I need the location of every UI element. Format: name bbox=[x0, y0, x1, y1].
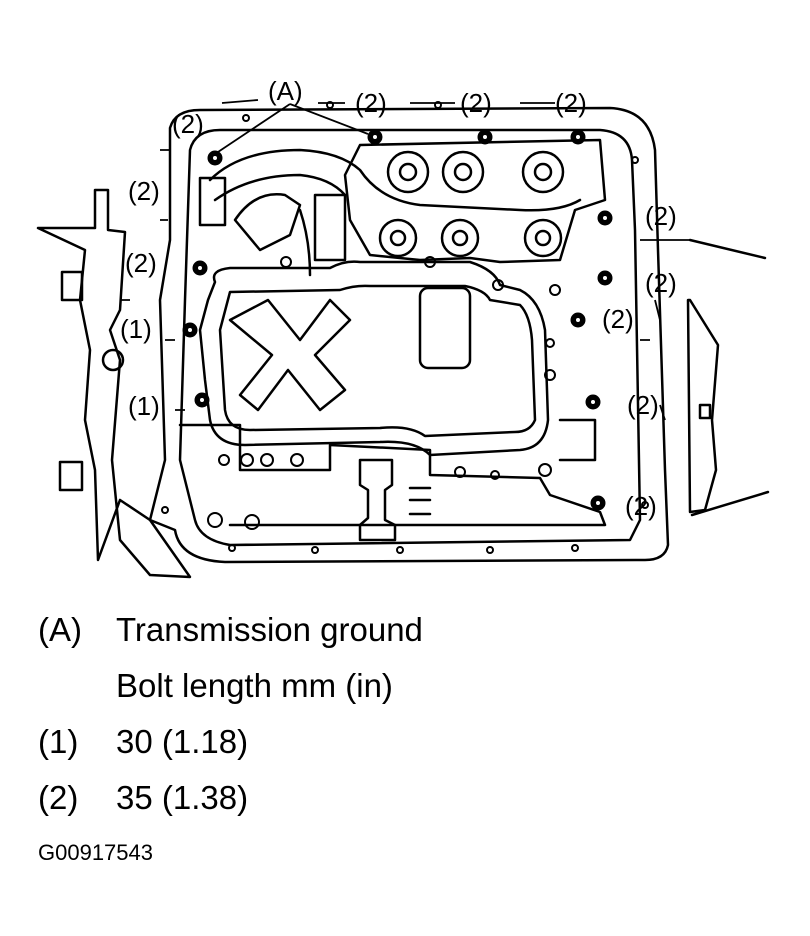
legend-text: Transmission ground bbox=[116, 611, 423, 648]
callout-2: (2) bbox=[602, 304, 634, 334]
legend-row: (1) 30 (1.18) bbox=[38, 722, 248, 762]
callout-2: (2) bbox=[555, 88, 587, 118]
legend-key: (1) bbox=[38, 723, 79, 760]
callout-2: (2) bbox=[460, 88, 492, 118]
legend-key: (2) bbox=[38, 779, 79, 816]
oil-strainer bbox=[198, 260, 550, 457]
valve-body-plate bbox=[148, 106, 670, 564]
legend: (A) Transmission ground Bolt length mm (i… bbox=[0, 600, 810, 936]
callout-2: (2) bbox=[355, 88, 387, 118]
callout-2: (2) bbox=[625, 491, 657, 521]
figure-id: G00917543 bbox=[38, 840, 153, 865]
legend-text: Bolt length mm (in) bbox=[116, 667, 393, 704]
legend-text: 35 (1.38) bbox=[116, 779, 249, 816]
legend-row: (2) 35 (1.38) bbox=[38, 778, 248, 818]
transmission-case-left bbox=[36, 188, 192, 579]
legend-row: Bolt length mm (in) bbox=[38, 666, 393, 706]
callout-2: (2) bbox=[128, 176, 160, 206]
callout-2: (2) bbox=[645, 201, 677, 231]
legend-key: (A) bbox=[38, 611, 82, 648]
callout-2: (2) bbox=[627, 390, 659, 420]
callout-2: (2) bbox=[172, 109, 204, 139]
callout-2: (2) bbox=[645, 268, 677, 298]
legend-text: 30 (1.18) bbox=[116, 723, 249, 760]
valve-body-diagram: (A) (2) (2) (2) (2) (2) (2) (1) (1) (2) … bbox=[36, 76, 770, 579]
callout-a: (A) bbox=[268, 76, 303, 106]
callout-1: (1) bbox=[120, 314, 152, 344]
callout-1: (1) bbox=[128, 391, 160, 421]
wire-harness bbox=[208, 148, 582, 212]
legend-row: (A) Transmission ground bbox=[38, 610, 423, 650]
callout-2: (2) bbox=[125, 248, 157, 278]
transmission-case-right bbox=[686, 298, 720, 514]
